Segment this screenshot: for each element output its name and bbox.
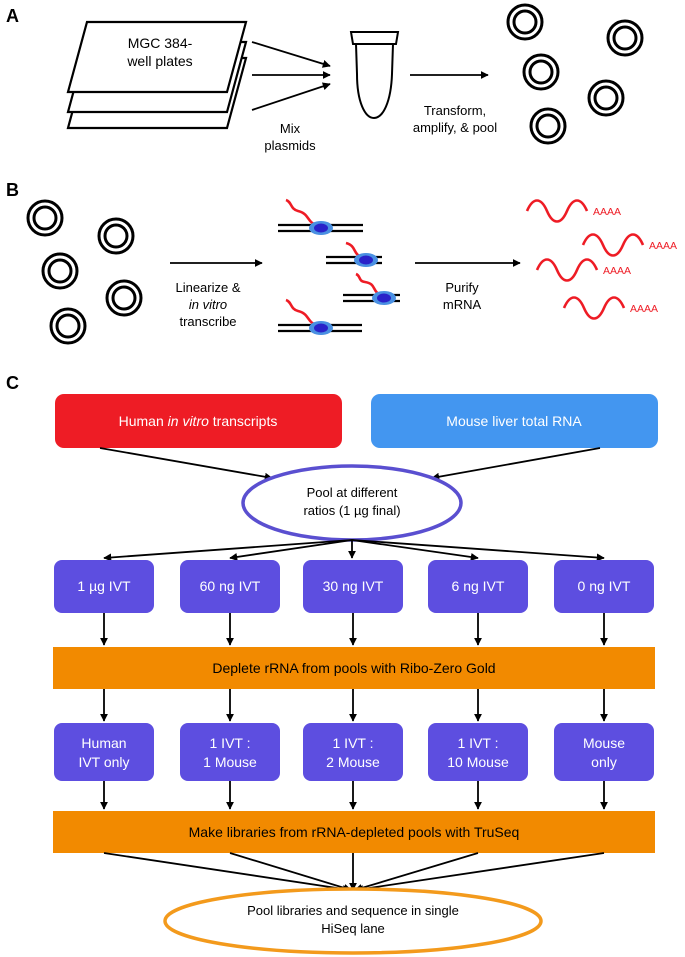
plasmid-icon: [529, 107, 567, 145]
transform-label-line1: Transform,: [424, 103, 486, 118]
arrow-pool-to-ivt-4: [351, 539, 479, 561]
pool-label-line2: ratios (1 µg final): [303, 503, 400, 518]
transform-label-line2: amplify, & pool: [413, 120, 497, 135]
ivt-amount-label: 60 ng IVT: [200, 578, 261, 594]
plasmid-icon: [522, 53, 560, 91]
plasmid-icon: [41, 252, 79, 290]
ratio-box: Human IVT only: [54, 723, 154, 781]
deplete-rrna-label: Deplete rRNA from pools with Ribo-Zero G…: [212, 660, 495, 676]
ivt-amount-box: 30 ng IVT: [303, 560, 403, 613]
ratio-box: 1 IVT : 1 Mouse: [180, 723, 280, 781]
make-libraries-label: Make libraries from rRNA-depleted pools …: [189, 824, 520, 840]
ivt-amount-label: 6 ng IVT: [452, 578, 505, 594]
purify-label-line1: Purify: [445, 280, 479, 295]
svg-text:Human: Human: [81, 735, 126, 751]
mix-label-line1: Mix: [280, 121, 301, 136]
svg-text:1 IVT :: 1 IVT :: [333, 735, 374, 751]
arrow-converge-1: [103, 852, 351, 893]
svg-text:1 IVT :: 1 IVT :: [458, 735, 499, 751]
final-pool-ellipse: [163, 887, 543, 955]
arrow-pool-to-ivt-5: [351, 539, 605, 562]
svg-text:10 Mouse: 10 Mouse: [447, 754, 509, 770]
ivt-amount-box: 0 ng IVT: [554, 560, 654, 613]
arrow-pool-to-ivt-2: [229, 539, 353, 561]
ivt-amount-box: 60 ng IVT: [180, 560, 280, 613]
svg-text:1 Mouse: 1 Mouse: [203, 754, 257, 770]
arrow-plate-to-tube-top: [251, 41, 331, 68]
transcription-complex: [278, 198, 363, 235]
svg-text:2 Mouse: 2 Mouse: [326, 754, 380, 770]
final-pool-label-line2: HiSeq lane: [321, 921, 385, 936]
plasmid-group-b: [26, 199, 143, 345]
purify-label-line2: mRNA: [443, 297, 482, 312]
arrow-plate-to-tube-bottom: [251, 82, 331, 111]
ivt-amount-box: 6 ng IVT: [428, 560, 528, 613]
ratio-box: Mouse only: [554, 723, 654, 781]
plasmid-icon: [26, 199, 64, 237]
ivt-amount-label: 1 µg IVT: [77, 578, 131, 594]
svg-text:1 IVT :: 1 IVT :: [210, 735, 251, 751]
linearize-label-line1: Linearize &: [175, 280, 240, 295]
polya-tail: AAAA: [649, 240, 677, 252]
plasmid-icon: [105, 279, 143, 317]
arrow-converge-5: [355, 852, 605, 893]
human-ivt-label: Human in vitro transcripts: [119, 413, 278, 429]
linearize-label-line3: transcribe: [179, 314, 236, 329]
arrow-pool-to-ivt-1: [103, 539, 353, 562]
svg-text:only: only: [591, 754, 617, 770]
mouse-total-rna-box: [371, 394, 658, 448]
mix-label-line2: plasmids: [264, 138, 316, 153]
polya-tail: AAAA: [593, 206, 621, 218]
mrna-molecule: AAAA: [562, 296, 658, 320]
plasmid-icon: [506, 3, 544, 41]
plasmid-icon: [587, 79, 625, 117]
arrow-mouse-to-pool: [431, 447, 601, 481]
plasmid-icon: [97, 217, 135, 255]
svg-text:IVT only: IVT only: [78, 754, 129, 770]
polya-tail: AAAA: [603, 265, 631, 277]
panel-label-a: A: [6, 6, 19, 26]
polya-tail: AAAA: [630, 303, 658, 315]
svg-text:Mouse: Mouse: [583, 735, 625, 751]
ratio-box: 1 IVT : 10 Mouse: [428, 723, 528, 781]
transcription-complex: [343, 272, 400, 305]
mrna-molecule: AAAA: [525, 199, 621, 223]
make-libraries-bar: [53, 811, 655, 853]
arrow-converge-2: [229, 852, 352, 892]
panel-label-b: B: [6, 180, 19, 200]
plates-label-line1: MGC 384-: [128, 35, 193, 51]
ivt-amount-label: 0 ng IVT: [578, 578, 631, 594]
transcription-complex: [278, 298, 362, 335]
ivt-amount-box: 1 µg IVT: [54, 560, 154, 613]
plasmid-group-a: [506, 3, 644, 145]
plates-label-line2: well plates: [126, 53, 192, 69]
human-ivt-box: [55, 394, 342, 448]
arrow-human-to-pool: [99, 447, 273, 481]
deplete-rrna-bar: [53, 647, 655, 689]
plasmid-icon: [49, 307, 87, 345]
tube-icon: [349, 31, 400, 120]
mouse-total-rna-label: Mouse liver total RNA: [446, 413, 582, 429]
transcription-complex: [326, 241, 382, 267]
ratio-box: 1 IVT : 2 Mouse: [303, 723, 403, 781]
ivt-amount-label: 30 ng IVT: [323, 578, 384, 594]
mrna-molecule: AAAA: [535, 258, 631, 282]
panel-label-c: C: [6, 373, 19, 393]
final-pool-label-line1: Pool libraries and sequence in single: [247, 903, 459, 918]
arrow-converge-4: [354, 852, 479, 892]
plate-stack: [66, 20, 248, 130]
mrna-molecule: AAAA: [581, 233, 677, 257]
linearize-label-line2: in vitro: [189, 297, 227, 312]
plasmid-icon: [606, 19, 644, 57]
pool-label-line1: Pool at different: [307, 485, 398, 500]
